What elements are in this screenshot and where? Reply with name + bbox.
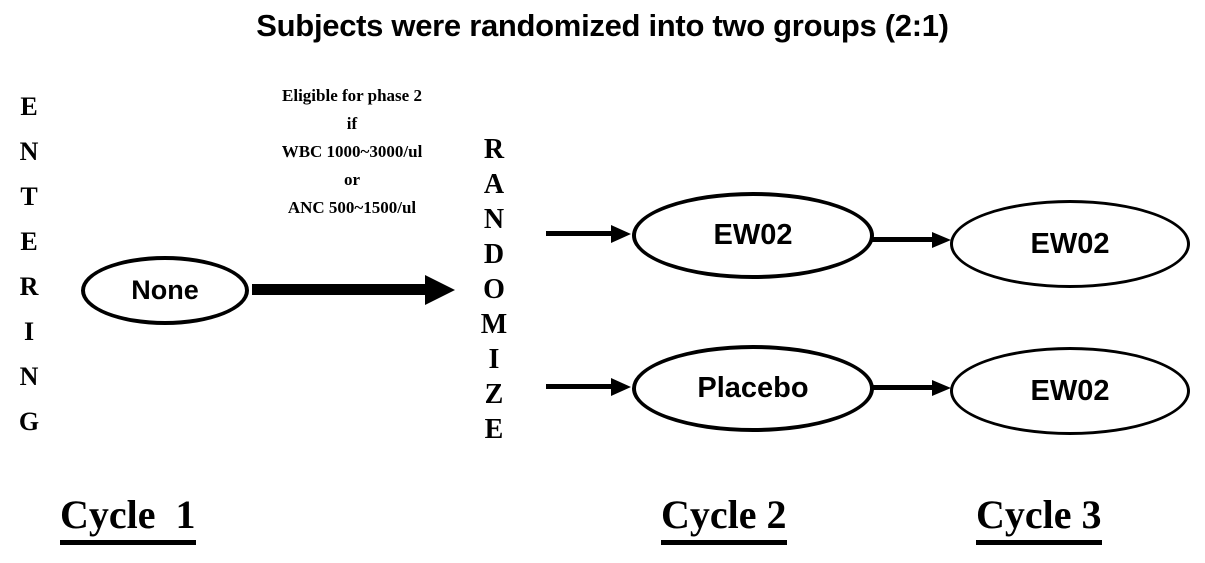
cycle-1-label: Cycle 1 xyxy=(60,494,196,545)
eligibility-line: or xyxy=(343,170,361,190)
arrow-randomize-to-placebo xyxy=(546,378,634,396)
randomize-letter: E xyxy=(484,414,504,445)
entering-letter: T xyxy=(20,182,38,211)
arrow-head-icon xyxy=(932,380,951,396)
node-placebo-cycle2: Placebo xyxy=(632,345,874,432)
randomize-letter: O xyxy=(483,274,505,305)
entering-letter: N xyxy=(19,137,39,166)
node-none: None xyxy=(81,256,249,325)
cycle-2-label: Cycle 2 xyxy=(661,494,787,545)
node-ew02-cycle2: EW02 xyxy=(632,192,874,279)
arrow-shaft xyxy=(870,237,936,242)
randomize-letter: A xyxy=(483,169,505,200)
eligibility-line: ANC 500~1500/ul xyxy=(287,198,417,218)
entering-letter: R xyxy=(19,272,39,301)
arrow-shaft xyxy=(870,385,936,390)
eligibility-note: Eligible for phase 2 if WBC 1000~3000/ul… xyxy=(228,82,476,222)
eligibility-line: Eligible for phase 2 xyxy=(282,86,422,105)
node-ew02-cycle3-bottom: EW02 xyxy=(950,347,1190,435)
entering-letter: N xyxy=(19,362,39,391)
entering-letter: G xyxy=(18,407,40,436)
node-ew02-cycle3-top: EW02 xyxy=(950,200,1190,288)
entering-label: E N T E R I N G xyxy=(6,94,52,454)
eligibility-line: if xyxy=(346,114,358,134)
arrow-shaft xyxy=(546,231,616,236)
arrow-head-icon xyxy=(611,378,631,396)
page-title: Subjects were randomized into two groups… xyxy=(256,8,949,43)
arrow-ew02-to-ew02 xyxy=(870,232,954,248)
arrow-none-to-randomize xyxy=(252,275,455,305)
randomize-label: R A N D O M I Z E xyxy=(470,136,518,451)
arrow-shaft xyxy=(252,284,432,295)
entering-letter: E xyxy=(20,92,38,121)
arrow-head-icon xyxy=(611,225,631,243)
arrow-head-icon xyxy=(932,232,951,248)
randomize-letter: Z xyxy=(484,379,504,410)
randomize-letter: R xyxy=(483,134,505,165)
entering-letter: E xyxy=(20,227,38,256)
randomize-letter: D xyxy=(483,239,505,270)
randomize-letter: M xyxy=(480,309,508,340)
arrow-head-icon xyxy=(425,275,455,305)
arrow-randomize-to-ew02 xyxy=(546,225,634,243)
randomize-letter: I xyxy=(488,344,500,375)
arrow-placebo-to-ew02 xyxy=(870,380,954,396)
randomize-letter: N xyxy=(483,204,505,235)
cycle-3-label: Cycle 3 xyxy=(976,494,1102,545)
arrow-shaft xyxy=(546,384,616,389)
entering-letter: I xyxy=(23,317,35,346)
eligibility-line: WBC 1000~3000/ul xyxy=(281,142,423,162)
